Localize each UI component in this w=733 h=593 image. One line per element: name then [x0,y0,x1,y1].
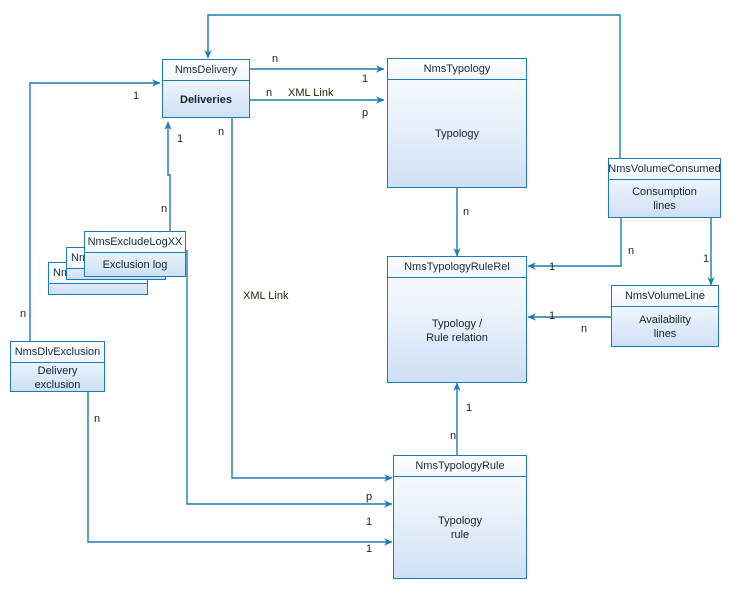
entity-header: NmsExcludeLogXX [85,232,185,253]
cardinality-label: 1 [133,90,140,102]
link-delivery-typologyrule-xml [231,118,393,482]
cardinality-label: n [20,308,27,320]
entity-label: Availability lines [612,307,718,347]
entity-header: NmsVolumeLine [612,286,718,307]
entity-label: Exclusion log [85,253,185,277]
relation-label-xml-link: XML Link [288,87,334,99]
entity-label-line1: Delivery [37,364,78,377]
entity-header: NmsTypologyRule [394,456,526,477]
entity-nmstypologyrulerel[interactable]: NmsTypologyRuleRel Typology / Rule relat… [387,256,527,383]
entity-label-line1: Typology [434,128,480,140]
cardinality-label: n [272,53,279,65]
entity-label [49,284,147,295]
link-dlvexclusion-typologyrule [87,392,393,546]
entity-label-line1: Availability [639,314,691,326]
entity-nmstypology[interactable]: NmsTypology Typology [387,58,527,188]
link-volumeconsumed-delivery [204,14,621,160]
entity-label-line2: Rule relation [426,331,488,344]
entity-label-line1: Deliveries [180,93,232,106]
cardinality-label: n [628,245,635,257]
entity-label-line2: lines [653,328,677,340]
cardinality-label: n [218,126,225,138]
entity-label: Typology [388,80,526,188]
entity-label-line1: Exclusion log [102,259,168,271]
entity-label: Deliveries [163,81,249,118]
entity-label-line1: Typology [437,515,483,527]
cardinality-label: 1 [466,402,473,414]
link-excludelog-delivery [164,121,172,232]
cardinality-label: 1 [703,253,710,265]
entity-header: NmsDlvExclusion [11,342,104,363]
entity-nmsvolumeconsumed[interactable]: NmsVolumeConsumed Consumption lines [608,158,721,218]
entity-label-line1: Typology / [431,317,483,330]
entity-label-line2: lines [653,200,676,212]
entity-header: NmsTypology [388,59,526,80]
cardinality-label: 1 [549,261,556,273]
cardinality-label: n [450,430,457,442]
entity-label: Typology rule [394,477,526,579]
cardinality-label: n [266,87,273,99]
entity-header: NmsTypologyRuleRel [388,257,526,278]
cardinality-label: 1 [366,516,373,528]
entity-label: Consumption lines [609,180,720,218]
cardinality-label: 1 [549,310,556,322]
entity-label: Delivery exclusion [11,363,104,392]
cardinality-label: n [94,413,101,425]
cardinality-label: 1 [366,543,373,555]
entity-header: NmsVolumeConsumed [608,159,721,180]
link-volumeconsumed-typologyrulerel [527,218,622,270]
entity-nmsdelivery[interactable]: NmsDelivery Deliveries [162,59,250,118]
entity-nmstypologyrule[interactable]: NmsTypologyRule Typology rule [393,455,527,579]
link-dlvexclusion-delivery [29,79,161,343]
entity-nmsdlvexclusion[interactable]: NmsDlvExclusion Delivery exclusion [10,341,105,392]
entity-nmsvolumeline[interactable]: NmsVolumeLine Availability lines [611,285,719,347]
cardinality-label: n [581,323,588,335]
entity-header: NmsDelivery [163,60,249,81]
entity-label-line2: exclusion [34,378,81,391]
entity-nmsexcludelogxx[interactable]: NmsExcludeLogXX Exclusion log [84,231,186,277]
entity-label: Typology / Rule relation [388,278,526,383]
cardinality-label: 1 [177,133,184,145]
cardinality-label: p [362,107,369,119]
cardinality-label: n [463,206,470,218]
cardinality-label: n [161,203,168,215]
link-excludelog-typologyrule [186,250,393,508]
relation-label-xml-link: XML Link [243,290,289,302]
entity-label-line1: Consumption [632,186,697,198]
entity-label-line2: rule [450,529,470,541]
cardinality-label: 1 [362,73,369,85]
cardinality-label: p [366,491,373,503]
